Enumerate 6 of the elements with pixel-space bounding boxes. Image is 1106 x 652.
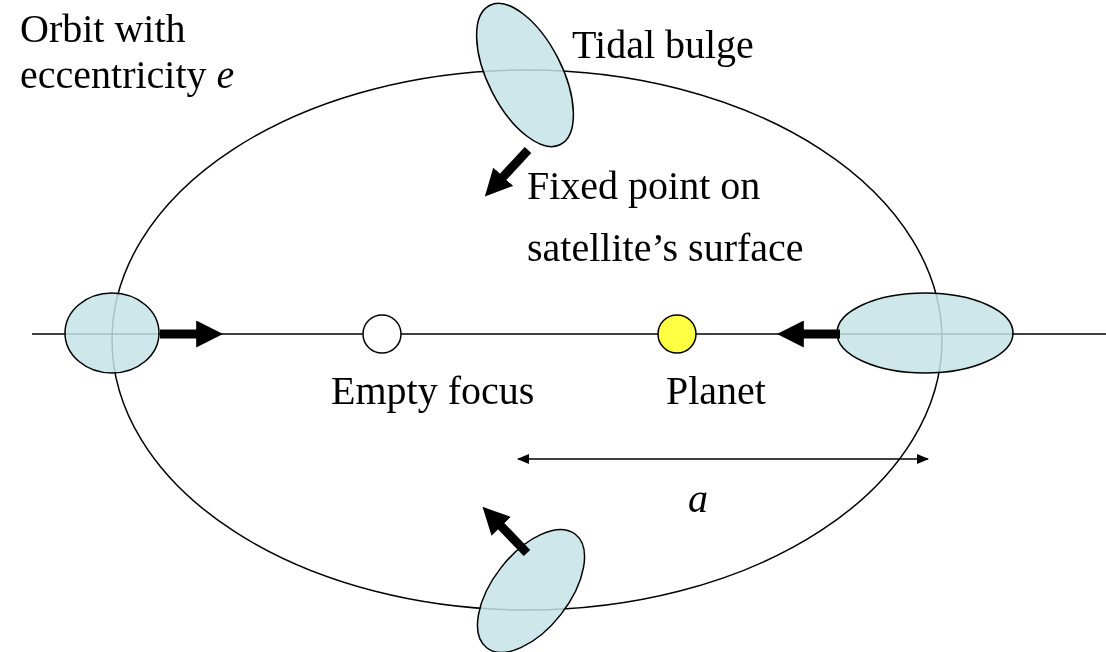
fixed-point-label: Fixed point on satellite’s surface <box>527 162 805 272</box>
planet-label: Planet <box>666 368 767 414</box>
bulge-label: Tidal bulge <box>572 22 755 68</box>
semi-major-axis-label: a <box>688 476 709 522</box>
orbit-label: Orbit with eccentricity e <box>20 6 236 98</box>
focus-label: Empty focus <box>331 368 536 414</box>
